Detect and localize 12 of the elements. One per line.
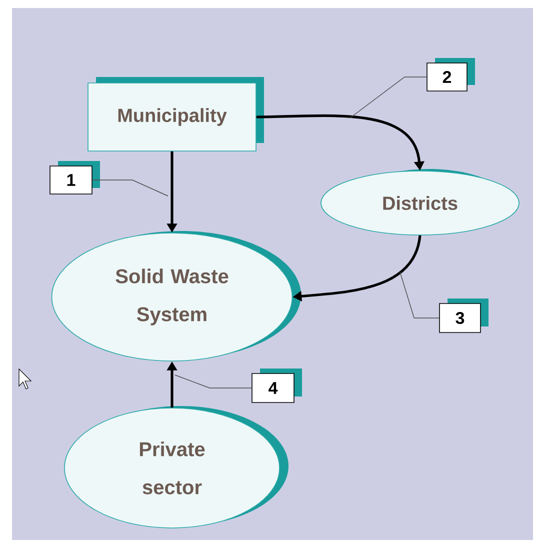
leader-line: [92, 180, 168, 196]
callout-number: 2: [426, 58, 475, 92]
callout-number: 4: [252, 368, 302, 403]
leader-line: [400, 272, 440, 318]
oval-node: Solid Waste System: [51, 231, 301, 362]
callout-number: 1: [50, 161, 100, 194]
oval-node: Private sector: [64, 406, 288, 528]
oval-node: Districts: [320, 169, 520, 236]
leader-line: [174, 374, 252, 388]
leader-line: [350, 76, 427, 118]
process-box: Municipality: [88, 77, 264, 152]
callout-number: 3: [439, 298, 488, 333]
